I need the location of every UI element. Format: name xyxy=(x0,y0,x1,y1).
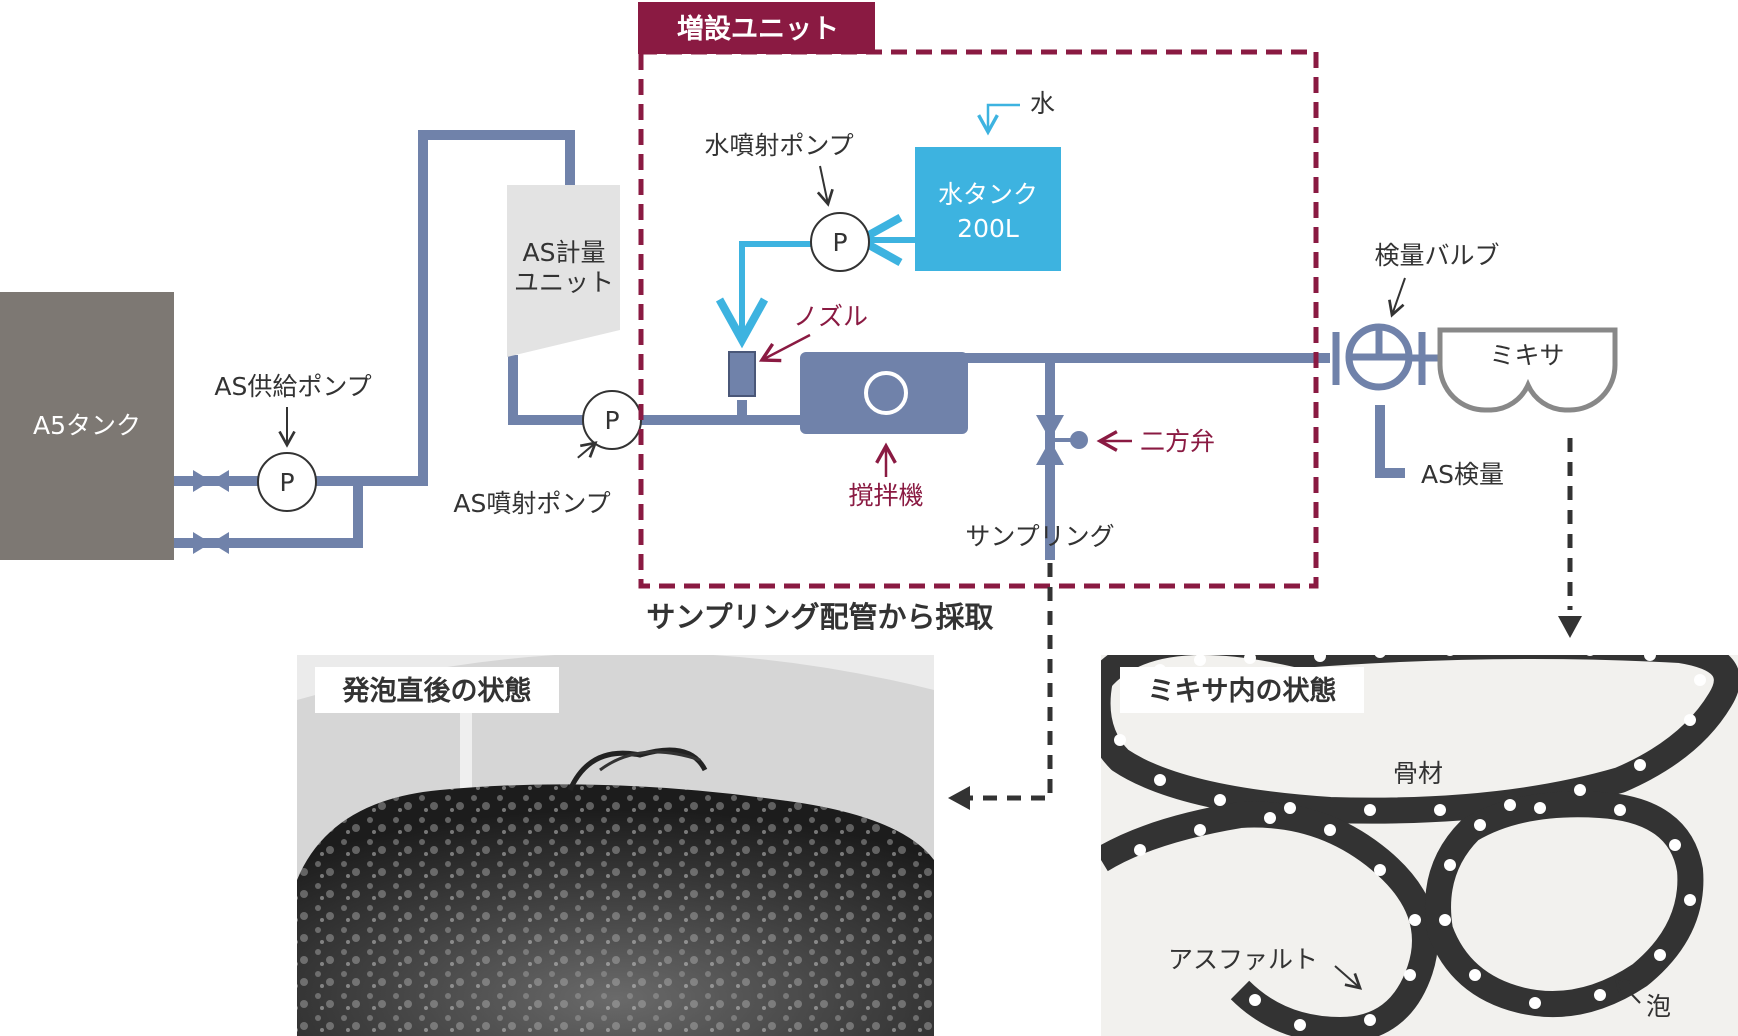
foam-photo-panel xyxy=(297,655,934,1036)
asphalt-pointer xyxy=(1334,965,1363,990)
mixer-label: ミキサ xyxy=(1489,341,1564,370)
sampling-output-arrowhead xyxy=(948,786,970,810)
foam-label: 泡 xyxy=(1646,992,1671,1021)
as-spray-pump-label: AS噴射ポンプ xyxy=(453,489,610,518)
water-tank-label-line1: 水タンク xyxy=(938,180,1038,209)
as-supply-pump: P xyxy=(257,452,317,512)
pipe-network xyxy=(173,130,1405,560)
water-pipe-to-nozzle xyxy=(715,241,812,349)
water-inlet-label: 水 xyxy=(1030,89,1055,118)
aggregate-particle-left xyxy=(1101,801,1438,1036)
water-pump-pointer xyxy=(816,165,834,207)
as-tank: A5タンク xyxy=(0,292,174,560)
expansion-unit-title: 増設ユニット xyxy=(677,13,839,45)
nozzle-pointer xyxy=(758,333,811,363)
mixer-state-caption-box: ミキサ内の状態 xyxy=(1120,667,1364,713)
two-way-valve-label: 二方弁 xyxy=(1140,427,1215,456)
sampling-caption: サンプリング配管から採取 xyxy=(646,600,993,634)
tank-valve-lower xyxy=(193,532,229,554)
aggregate-particle-right xyxy=(1425,791,1704,1018)
as-check-label: AS検量 xyxy=(1421,460,1504,489)
nozzle xyxy=(728,351,756,397)
mixer: ミキサ xyxy=(1437,327,1618,413)
photo-caption-box: 発泡直後の状態 xyxy=(315,667,559,713)
foam-bubbles xyxy=(1114,655,1706,1031)
agitator-label: 撹拌機 xyxy=(848,481,923,510)
expansion-unit-tab: 増設ユニット xyxy=(638,2,875,54)
water-pump-symbol: P xyxy=(832,228,847,257)
as-supply-pump-label: AS供給ポンプ xyxy=(214,372,371,401)
as-supply-pump-symbol: P xyxy=(279,468,294,497)
mixer-state-caption: ミキサ内の状態 xyxy=(1148,675,1337,707)
asphalt-label: アスファルト xyxy=(1168,945,1318,974)
supply-pipe-upper xyxy=(173,130,575,486)
aggregate-particle-upper xyxy=(1101,655,1738,824)
return-pipe-lower xyxy=(173,481,363,548)
expansion-unit-frame xyxy=(638,49,1319,589)
water-tank-label-line2: 200L xyxy=(957,214,1019,243)
photo-caption: 発泡直後の状態 xyxy=(342,675,532,707)
as-spray-pump-pointer xyxy=(577,441,598,459)
tank-valve-upper xyxy=(193,470,229,492)
agitator xyxy=(800,352,968,434)
water-pump: P xyxy=(810,212,870,272)
check-valve xyxy=(1332,323,1440,391)
as-spray-pump: P xyxy=(582,390,642,450)
mixer-state-panel: 骨材 アスファルト 泡 xyxy=(1101,655,1738,1036)
water-inlet-arrow xyxy=(977,103,1020,136)
as-meter-unit: AS計量 ユニット xyxy=(507,185,620,357)
water-tank: 水タンク 200L xyxy=(915,147,1061,271)
sampling-output-dashed-arrow xyxy=(965,563,1053,801)
check-valve-pointer xyxy=(1388,277,1406,318)
as-meter-label-line2: ユニット xyxy=(514,268,614,297)
as-meter-label-line1: AS計量 xyxy=(523,238,606,267)
mixer-output-arrowhead xyxy=(1558,616,1582,638)
aggregate-label: 骨材 xyxy=(1393,759,1443,788)
water-pump-label: 水噴射ポンプ xyxy=(704,131,853,160)
two-way-valve xyxy=(1036,415,1088,465)
meter-outlet-pipe xyxy=(508,355,800,425)
foam-pointer xyxy=(1614,975,1641,1004)
as-check-pipe xyxy=(1375,405,1405,478)
as-tank-label: A5タンク xyxy=(33,411,141,440)
sampling-label: サンプリング xyxy=(965,522,1114,551)
check-valve-label: 検量バルブ xyxy=(1374,241,1499,270)
nozzle-label: ノズル xyxy=(793,302,868,331)
as-spray-pump-symbol: P xyxy=(604,406,619,435)
